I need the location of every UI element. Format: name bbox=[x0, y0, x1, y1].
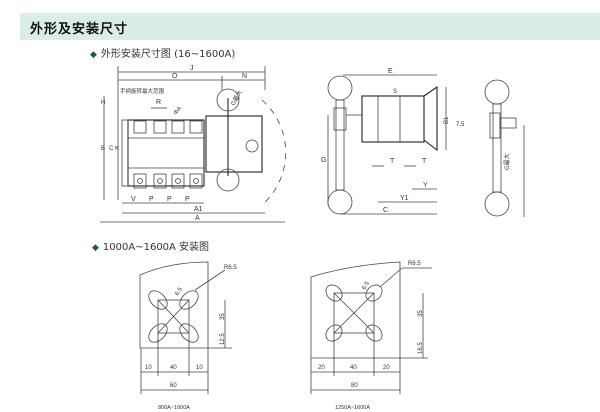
side-view-drawing: E S B1 G T T Y Y1 C bbox=[321, 68, 450, 215]
diamond-bullet-icon: ◆ bbox=[90, 50, 97, 60]
handle-knob-top bbox=[327, 75, 353, 101]
dim-label-s: S bbox=[393, 89, 397, 95]
dim-label-h: H bbox=[101, 100, 105, 106]
dim-label-7-5: 7.5 bbox=[456, 122, 465, 128]
mounting-diagram-1250-1600a: R6.5 6.5 35 16.5 20 40 20 80 1250A~1600A bbox=[310, 261, 432, 411]
dim-label-radius: R6.5 bbox=[224, 265, 237, 271]
dim-label-20: 20 bbox=[383, 365, 390, 371]
dim-label-16-5: 16.5 bbox=[418, 342, 424, 354]
handle-knob-bottom bbox=[327, 189, 353, 215]
dim-label-35: 35 bbox=[220, 313, 226, 320]
dim-label-b1: B1 bbox=[444, 116, 450, 124]
dim-label-10: 10 bbox=[145, 365, 152, 371]
mounting-diagram-800-1000a: R6.5 6.5 35 12.5 10 40 10 60 800A~1000A bbox=[139, 261, 237, 411]
dim-label-o: O bbox=[172, 73, 178, 80]
subsection-label: 外形安装尺寸图 (16~1600A) bbox=[100, 49, 236, 60]
dim-label-n: N bbox=[242, 73, 247, 80]
dim-label-t: T bbox=[422, 158, 427, 165]
dim-label-40: 40 bbox=[350, 365, 357, 371]
diagram-caption: 1250A~1600A bbox=[335, 405, 370, 411]
diamond-bullet-icon: ◆ bbox=[92, 243, 99, 253]
handle-knob-bottom bbox=[216, 168, 240, 192]
front-view-drawing: J O N 手柄旋转最大范围 R ΦA G最大 bbox=[100, 65, 287, 223]
dim-label-10: 10 bbox=[196, 365, 203, 371]
terminals-top bbox=[133, 120, 203, 134]
subsection-mounting: ◆1000A~1600A 安装图 bbox=[92, 238, 209, 253]
dim-label-radius: R6.5 bbox=[408, 261, 421, 267]
terminals-bottom bbox=[133, 173, 203, 189]
dim-label-gmax: G最大 bbox=[229, 89, 244, 107]
dim-label-80: 80 bbox=[351, 383, 358, 389]
dim-label-60: 60 bbox=[170, 383, 177, 389]
subsection-label: 1000A~1600A 安装图 bbox=[102, 242, 210, 253]
dim-label-a1: A1 bbox=[194, 206, 203, 213]
dim-label-p: P bbox=[149, 196, 154, 203]
dim-label-j: J bbox=[190, 65, 194, 72]
dim-label-c: C bbox=[383, 207, 388, 214]
dim-label-slot: 6.5 bbox=[175, 286, 185, 297]
subsection-dimensions: ◆外形安装尺寸图 (16~1600A) bbox=[90, 45, 235, 60]
dim-label-r: R bbox=[156, 99, 161, 106]
dim-label-c: C bbox=[109, 146, 114, 152]
dim-label-a: A bbox=[195, 215, 200, 222]
dim-label-p: P bbox=[167, 196, 172, 203]
dim-label-phia: ΦA bbox=[173, 106, 183, 117]
dim-label-k: K bbox=[115, 146, 119, 152]
dim-label-g: G bbox=[321, 157, 326, 164]
handle-view-drawing: 7.5 G最大 bbox=[456, 79, 525, 217]
dim-label-t: T bbox=[390, 158, 395, 165]
dim-label-p: P bbox=[185, 196, 190, 203]
handle-knob-top bbox=[216, 88, 240, 112]
diagram-caption: 800A~1000A bbox=[158, 405, 190, 411]
dim-label-y1: Y1 bbox=[400, 195, 409, 202]
section-header-band bbox=[20, 13, 600, 40]
dim-label-v: V bbox=[131, 196, 136, 203]
dim-label-gmax: G最大 bbox=[503, 153, 511, 170]
dim-label-y: Y bbox=[423, 182, 428, 189]
dim-label-e: E bbox=[388, 68, 393, 75]
rotation-range-note: 手柄旋转最大范围 bbox=[120, 87, 165, 95]
dim-label-b: B bbox=[101, 146, 105, 152]
dim-label-12-5: 12.5 bbox=[220, 333, 226, 345]
dim-label-35: 35 bbox=[418, 310, 424, 317]
section-title: 外形及安装尺寸 bbox=[30, 22, 129, 37]
dim-label-40: 40 bbox=[170, 365, 177, 371]
dim-label-20: 20 bbox=[318, 365, 325, 371]
dim-label-slot: 6.5 bbox=[362, 280, 372, 291]
